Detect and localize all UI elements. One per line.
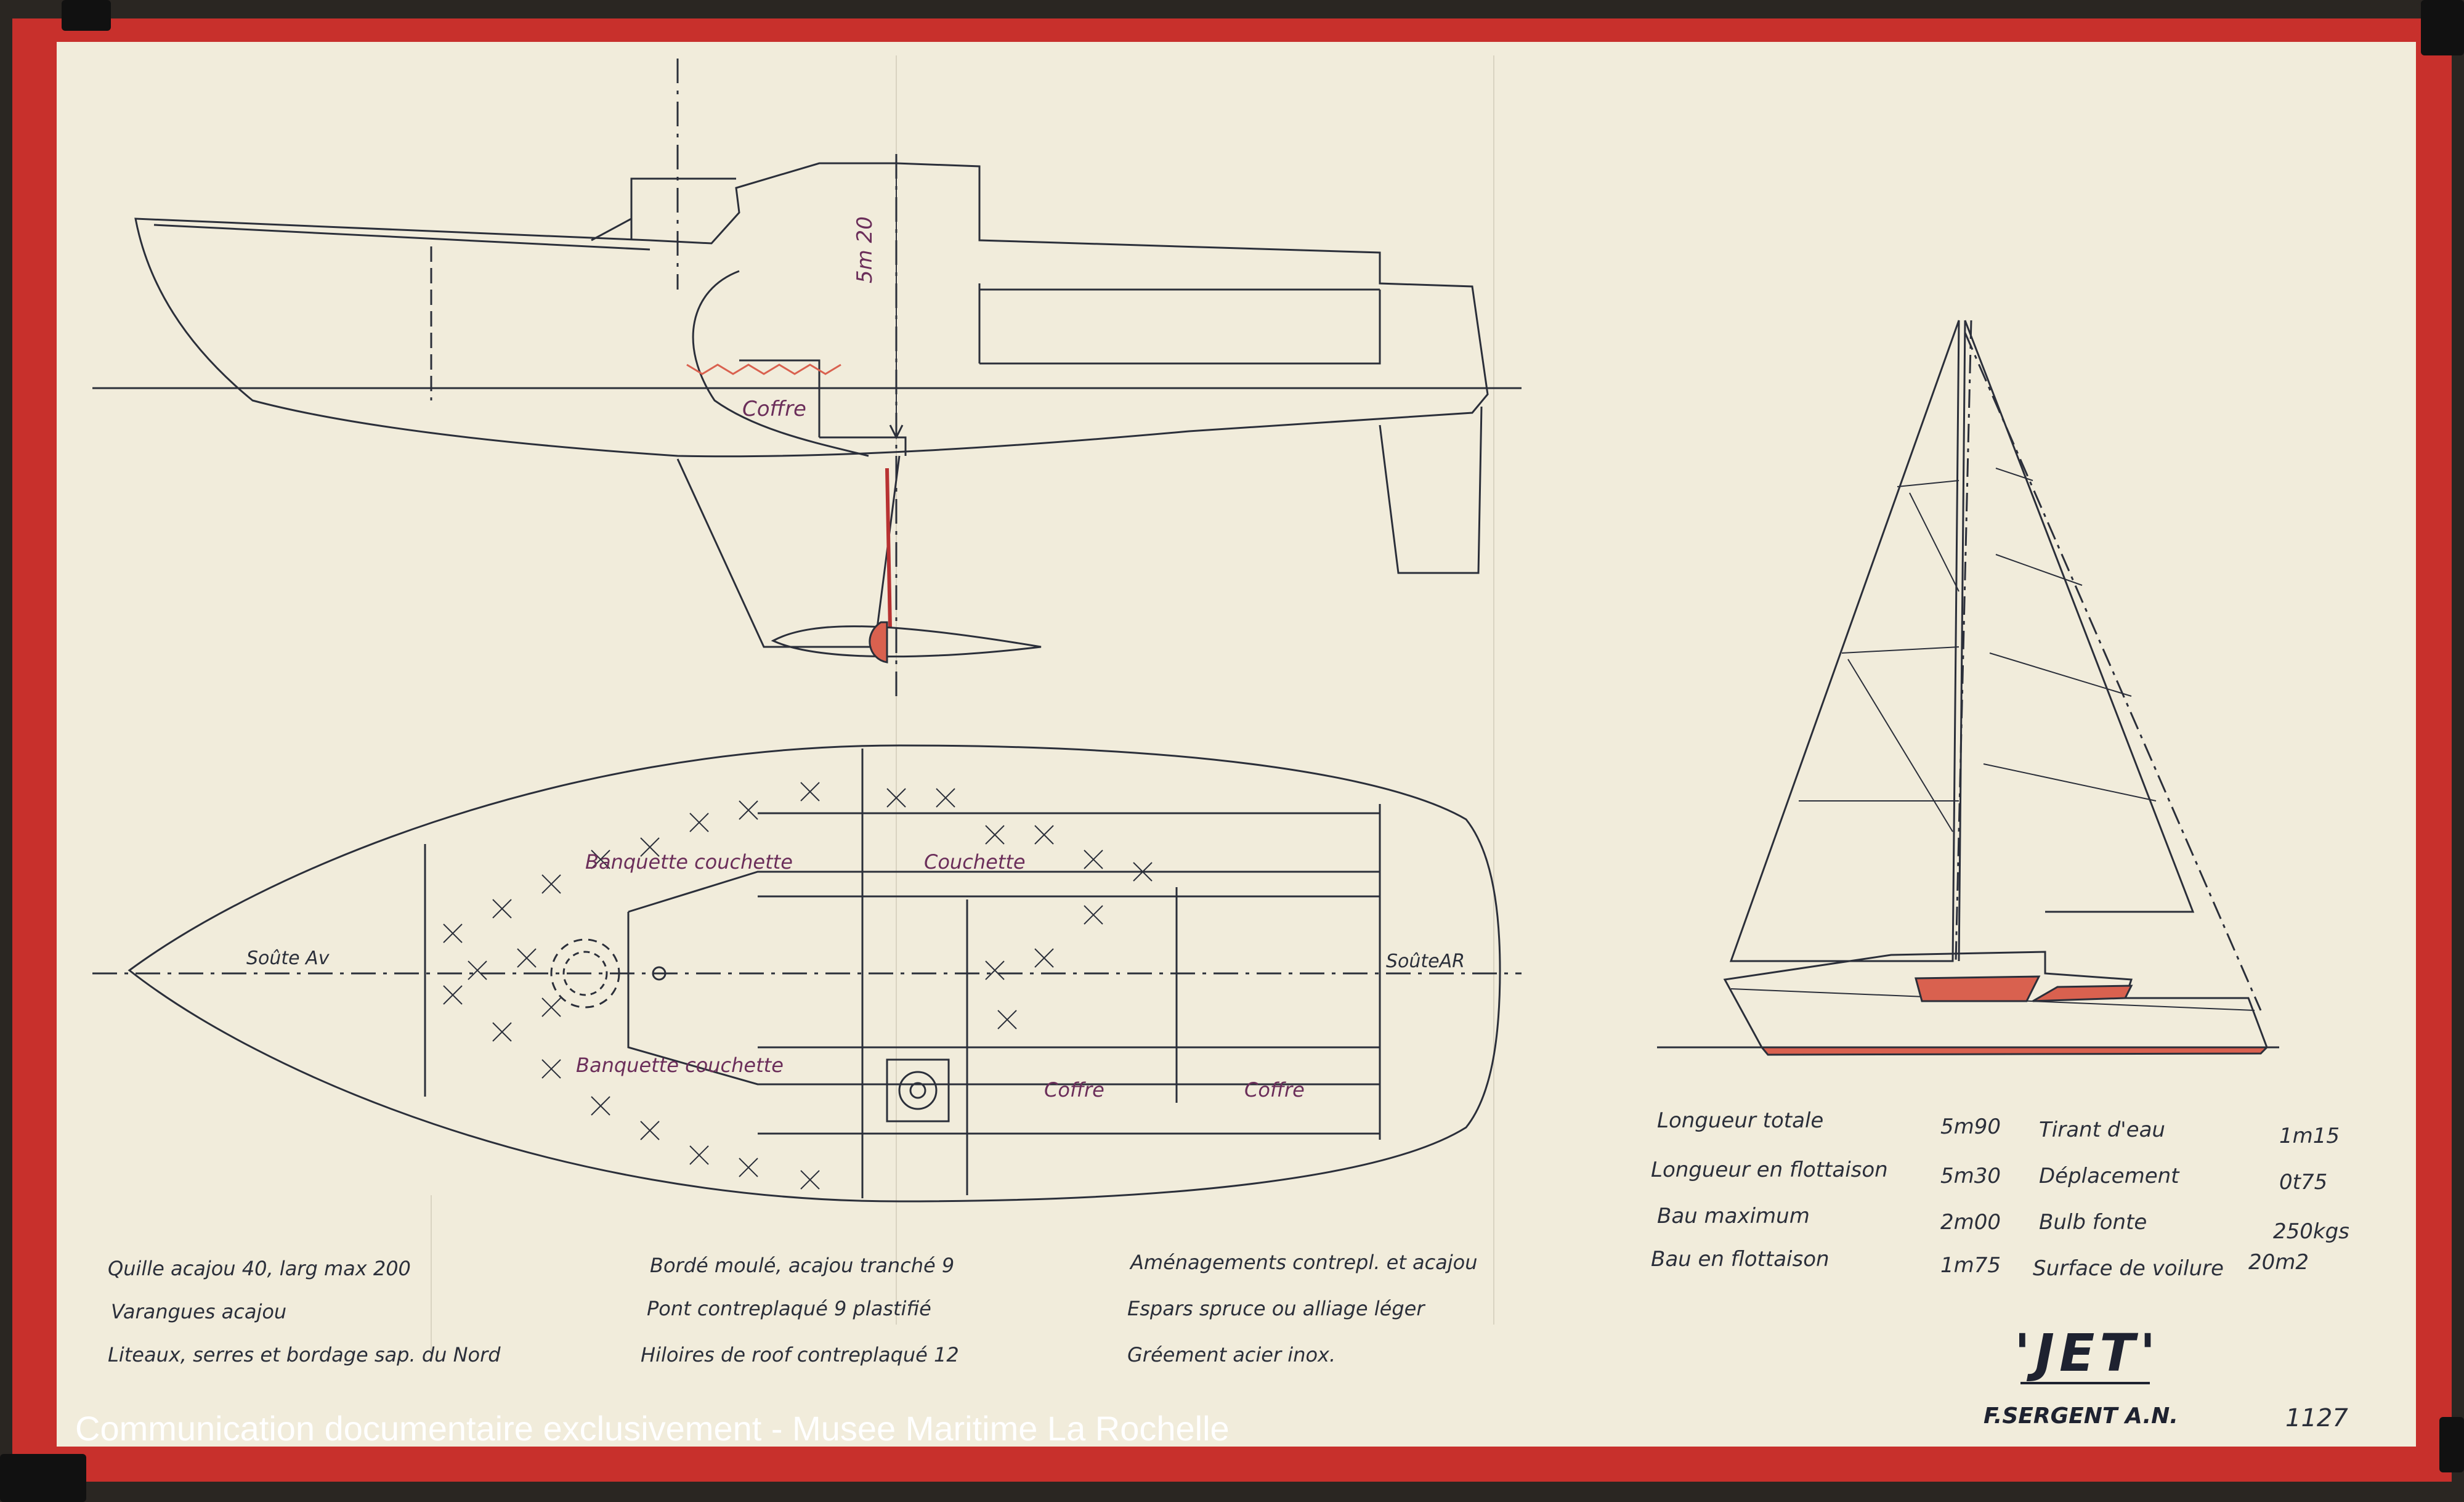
dim-arrow [889, 424, 904, 440]
hatch-center [909, 1082, 926, 1099]
clip-bottom-left [0, 1454, 86, 1502]
spec-value: 1m15 [2279, 1124, 2340, 1148]
spec-value: 2m00 [1940, 1210, 2001, 1235]
coffre-label-profile: Coffre [742, 397, 806, 421]
paper [57, 42, 2416, 1447]
keel-bolt [885, 468, 892, 629]
construction-notes: Quille acajou 40, larg max 200 Varangues… [108, 1251, 1478, 1366]
coffre-2-label: Coffre [1244, 1078, 1305, 1102]
spec-label: Déplacement [2039, 1164, 2180, 1188]
spec-value: 1m75 [1940, 1253, 2001, 1278]
spec-value: 5m30 [1940, 1164, 2001, 1188]
spec-label: Bau en flottaison [1651, 1247, 1830, 1272]
spec-label: Tirant d'eau [2039, 1118, 2165, 1142]
coachroof-red [1915, 975, 2041, 1002]
banquette-top-label: Banquette couchette [585, 850, 793, 874]
mast-pin [652, 966, 667, 981]
berth-line-high [628, 871, 1380, 913]
rudder [1379, 406, 1483, 574]
coffre-box [739, 359, 821, 437]
hull-plan-outline [128, 744, 1501, 1203]
note-line: Aménagements contrepl. et acajou [1129, 1251, 1478, 1274]
spec-label: Bau maximum [1657, 1204, 1810, 1228]
keel-step [819, 436, 907, 456]
soute-av-label: Soûte Av [246, 948, 330, 969]
mast-axis [1955, 320, 1972, 962]
plan-view [92, 744, 1522, 1203]
coaming-line [591, 217, 632, 242]
note-line: Gréement acier inox. [1127, 1343, 1335, 1366]
specs-table: Longueur totale 5m90 Longueur en flottai… [1651, 1108, 2349, 1281]
spec-value: 5m90 [1940, 1114, 2001, 1139]
note-line: Espars spruce ou alliage léger [1127, 1297, 1425, 1320]
spec-label: Bulb fonte [2039, 1210, 2147, 1235]
spec-value: 0t75 [2279, 1170, 2327, 1195]
couchette-label: Couchette [924, 850, 1026, 874]
sail-plan [1657, 320, 2279, 1056]
bulb-section [869, 621, 888, 664]
mast-step-inner [562, 951, 608, 996]
spec-label: Longueur en flottaison [1651, 1158, 1888, 1182]
coffre-1-label: Coffre [1044, 1078, 1104, 1102]
note-line: Liteaux, serres et bordage sap. du Nord [108, 1343, 501, 1366]
cockpit-floor [979, 290, 1381, 365]
antifouling-red [1759, 1046, 2269, 1056]
spec-value: 250kgs [2273, 1219, 2349, 1244]
profile-view [92, 59, 1522, 696]
forestay [1964, 332, 2262, 1011]
spec-label: Surface de voilure [2033, 1256, 2224, 1281]
note-line: Quille acajou 40, larg max 200 [108, 1257, 411, 1280]
sheer-line [153, 224, 650, 251]
designer-label: F.SERGENT A.N. [1984, 1403, 2178, 1429]
credit-watermark: Communication documentaire exclusivement… [75, 1409, 1230, 1448]
note-line: Pont contreplaqué 9 plastifié [647, 1297, 931, 1320]
boat-title: 'JET' [2014, 1323, 2160, 1383]
spec-label: Longueur totale [1657, 1108, 1823, 1133]
note-line: Varangues acajou [111, 1300, 286, 1323]
soute-ar-label: SoûteAR [1386, 951, 1465, 972]
mast [1958, 320, 1966, 962]
clip-bottom-right [2439, 1417, 2464, 1472]
clip-top-left [62, 0, 111, 31]
berth-line-low [627, 912, 1380, 1086]
hatch-ring [898, 1071, 938, 1110]
hatch-box [886, 1058, 950, 1122]
cockpit-red [2032, 984, 2133, 1002]
jib [1964, 320, 2195, 913]
sheet-number: 1127 [2285, 1404, 2348, 1432]
banquette-bottom-label: Banquette couchette [576, 1053, 784, 1077]
note-line: Hiloires de roof contreplaqué 12 [641, 1343, 959, 1366]
height-dimension-label: 5m 20 [853, 216, 877, 283]
hull-profile [134, 162, 1489, 458]
mast-step-circle [550, 938, 620, 1009]
note-line: Bordé moulé, acajou tranché 9 [650, 1254, 954, 1277]
cabin-curve [692, 270, 869, 457]
keel-bulb [771, 625, 1042, 658]
spec-value: 20m2 [2248, 1250, 2309, 1275]
clip-top-right [2421, 0, 2464, 55]
plan-crosshatch [443, 782, 1153, 1190]
mainsail [1729, 320, 1960, 962]
coffre-hatching [686, 363, 841, 375]
